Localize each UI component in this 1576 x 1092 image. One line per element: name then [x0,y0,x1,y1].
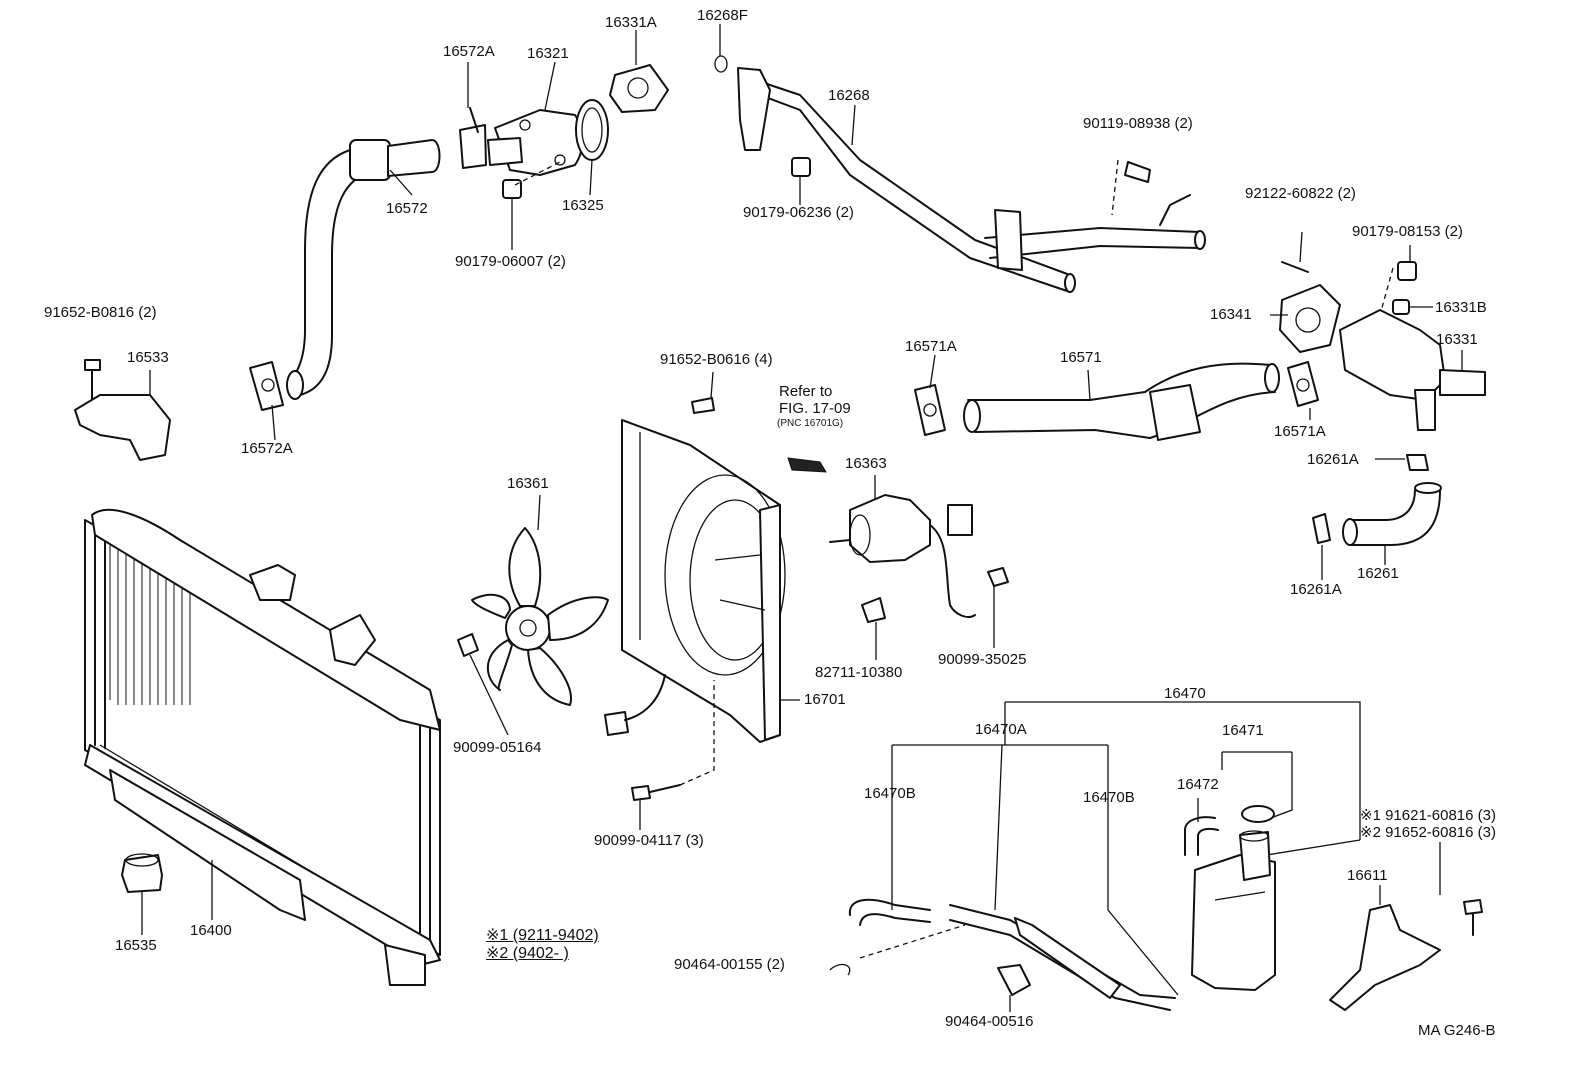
reservoir-cap-16471 [1241,805,1275,823]
hose-clamp-16261A-bottom [1312,513,1331,544]
reservoir-hose-16472 [1184,816,1219,856]
water-inlet-16321 [487,109,584,176]
clip-82711-10380 [861,597,886,623]
o-ring-16268F [714,55,728,73]
label-16331B: 16331B [1435,299,1487,316]
label-16470A: 16470A [975,721,1027,738]
hose-clamp-16572A-top [459,107,487,169]
label-90099-05164: 90099-05164 [453,739,542,756]
nut-90179-06236 [791,157,811,177]
fan-connector [604,674,666,736]
label-16261A-bottom: 16261A [1290,581,1342,598]
label-90099-35025: 90099-35025 [938,651,1027,668]
hose-clamp-16261A-top [1406,454,1429,471]
label-16572: 16572 [386,200,428,217]
label-16341: 16341 [1210,306,1252,323]
label-90119-08938: 90119-08938 (2) [1083,115,1193,132]
label-16533: 16533 [127,349,169,366]
fan-shroud-16701 [621,419,786,743]
label-16535: 16535 [115,937,157,954]
water-pipe-16268 [737,67,1206,293]
label-16268: 16268 [828,87,870,104]
radiator-16400 [84,508,441,986]
label-16261A-top: 16261A [1307,451,1359,468]
upper-hose-16572 [286,139,441,400]
legend-note-2: ※2 (9402- ) [486,945,569,962]
label-note-2: ※2 91652-60816 (3) [1360,824,1496,841]
label-16400: 16400 [190,922,232,939]
label-92122-60822: 92122-60822 (2) [1245,185,1356,202]
label-16701: 16701 [804,691,846,708]
label-16321: 16321 [527,45,569,62]
bolt-90119-08938 [1111,159,1151,216]
legend-note-1: ※1 (9211-9402) [486,927,599,944]
fan-motor-16363 [829,494,976,618]
label-82711-10380: 82711-10380 [815,664,903,681]
label-fig-17-09: FIG. 17-09 [779,400,851,417]
hose-clamp-16572A-bottom [249,361,284,411]
reservoir-tank-16470A [1191,830,1276,991]
fan-blade-16361 [471,527,609,706]
refer-tag [787,457,827,473]
label-16471: 16471 [1222,722,1264,739]
drain-cock-16535 [121,853,163,893]
label-16261: 16261 [1357,565,1399,582]
label-90179-06007: 90179-06007 (2) [455,253,566,270]
label-90099-04117: 90099-04117 (3) [594,832,704,849]
label-90179-08153: 90179-08153 (2) [1352,223,1463,240]
label-91652-B0816: 91652-B0816 (2) [44,304,157,321]
label-pnc: (PNC 16701G) [777,418,844,429]
label-16571: 16571 [1060,349,1102,366]
thermostat-16331A [609,64,669,113]
overflow-hose-16470B [848,898,1176,1011]
label-16572A-top: 16572A [443,43,495,60]
label-16325: 16325 [562,197,604,214]
bolt-91621-60816 [1463,899,1483,936]
label-90179-06236: 90179-06236 (2) [743,204,854,221]
clip-90464-00516 [997,964,1031,996]
leader-lines [891,701,1361,996]
label-16571A-top: 16571A [905,338,957,355]
label-16572A-bottom: 16572A [241,440,293,457]
hose-16261 [1342,482,1442,546]
radiator-cap [249,564,296,601]
gasket-16341 [1279,284,1341,353]
label-16470: 16470 [1164,685,1206,702]
label-16268F: 16268F [697,7,748,24]
label-90464-00516: 90464-00516 [945,1013,1034,1030]
hose-clamp-16571A-bottom [1287,361,1319,407]
label-91652-B0616: 91652-B0616 (4) [660,351,773,368]
label-16611: 16611 [1347,867,1388,884]
label-16470B-right: 16470B [1083,789,1135,806]
label-leaders [141,24,1463,1012]
label-16331A: 16331A [605,14,657,31]
nut-90099-05164 [457,633,479,657]
label-90464-00155: 90464-00155 (2) [674,956,785,973]
stud-92122-60822 [1281,261,1309,273]
bolt-90099-04117 [631,680,715,801]
label-16470B-left: 16470B [864,785,916,802]
plug-16331B [1392,299,1410,315]
label-16472: 16472 [1177,776,1219,793]
label-note-1: ※1 91621-60816 (3) [1360,807,1496,824]
label-16571A-bottom: 16571A [1274,423,1326,440]
water-outlet-16331 [1339,309,1486,431]
hose-16571 [963,362,1280,441]
bracket-16611 [1329,904,1441,1011]
hose-clamp-16571A-top [914,384,946,436]
bracket-16533 [74,394,171,461]
clip-90464-00155 [829,924,966,976]
label-16361: 16361 [507,475,549,492]
diagram-code: MA G246-B [1418,1022,1496,1039]
label-16363: 16363 [845,455,887,472]
bolt-91652-B0616 [691,397,715,414]
radiator-inlet-neck [329,614,376,666]
bolt-91652-B0816 [84,359,101,403]
gasket-16325 [575,99,609,161]
connector-90099-35025 [987,567,1009,587]
label-refer-to: Refer to [779,383,833,400]
label-16331: 16331 [1436,331,1478,348]
